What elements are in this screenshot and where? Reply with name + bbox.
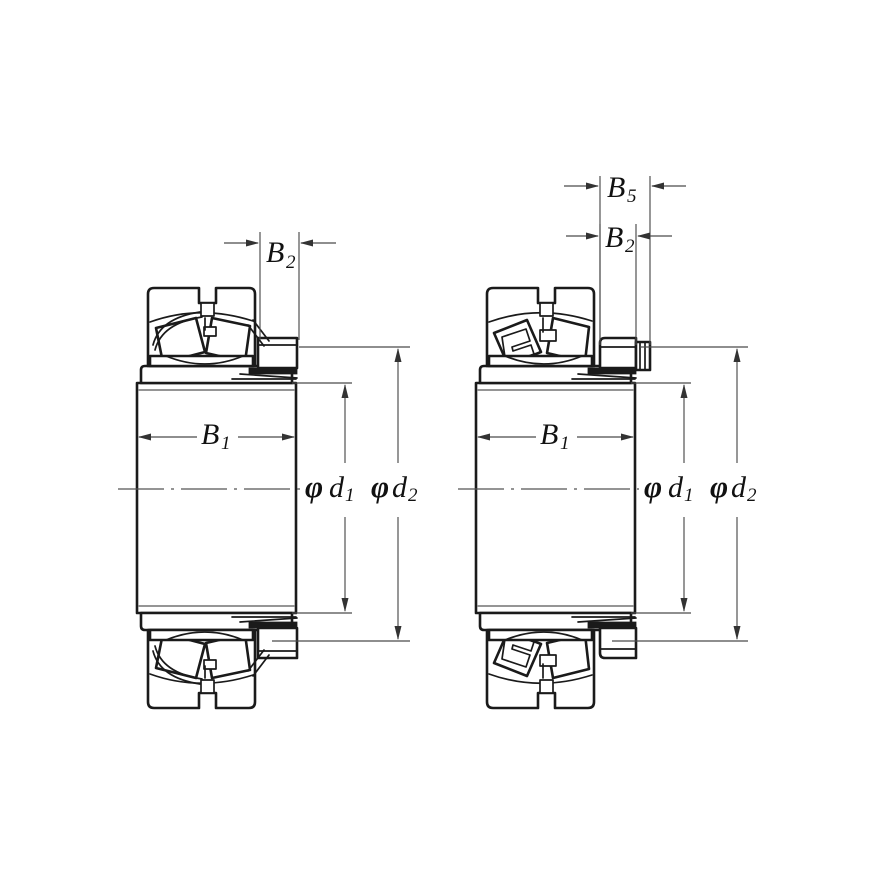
right-d2-phi-icon: φ bbox=[710, 469, 728, 504]
left-center-rib-upper bbox=[203, 326, 217, 337]
left-dimension-d2: φ d 2 bbox=[272, 346, 418, 642]
left-d2-subscript: 2 bbox=[408, 485, 418, 506]
right-d2-subscript: 2 bbox=[747, 485, 757, 506]
right-locknut-lower bbox=[571, 616, 638, 660]
right-b2-arrow-right bbox=[637, 232, 650, 240]
left-inner-ring-upper bbox=[148, 354, 255, 368]
left-d2-label: d bbox=[392, 471, 408, 504]
left-lock-nut-body-lower bbox=[256, 626, 299, 660]
right-b5-arrow-left bbox=[586, 182, 599, 190]
right-lock-nut-body-lower bbox=[598, 626, 638, 660]
left-d2-arrow-bottom bbox=[394, 626, 402, 640]
left-dimension-b1: B 1 bbox=[138, 418, 295, 454]
right-d1-arrow-bottom bbox=[680, 598, 688, 612]
right-d1-arrow-top bbox=[680, 384, 688, 398]
right-dimension-b2: B 2 bbox=[566, 221, 672, 345]
right-dimension-d1: φ d 1 bbox=[631, 382, 694, 614]
left-lock-washer-lower bbox=[248, 621, 298, 629]
right-b1-arrow-right bbox=[621, 433, 634, 441]
left-d1-arrow-top bbox=[341, 384, 349, 398]
left-locknut-lower bbox=[231, 616, 299, 677]
left-washer-tab-lower-a bbox=[252, 654, 270, 677]
left-center-rib-lower bbox=[203, 659, 217, 670]
left-b1-arrow-left bbox=[138, 433, 151, 441]
left-d1-phi-icon: φ bbox=[305, 469, 323, 504]
right-washer-edge-upper bbox=[577, 373, 637, 379]
left-b2-label: B bbox=[266, 236, 284, 269]
left-washer-tab-upper-b bbox=[247, 324, 265, 347]
right-center-rib-lower bbox=[539, 654, 557, 667]
left-d1-arrow-bottom bbox=[341, 598, 349, 612]
left-cage-arc-upper-2 bbox=[154, 316, 203, 351]
right-assembly: B 5 B 2 B 1 bbox=[458, 171, 757, 710]
right-bearing-lower-half bbox=[485, 628, 596, 710]
left-b2-subscript: 2 bbox=[286, 252, 296, 273]
right-inner-ring-lower bbox=[487, 628, 594, 642]
right-b5-subscript: 5 bbox=[627, 186, 637, 207]
left-inner-raceway-arc-upper bbox=[165, 355, 244, 365]
left-lock-nut-body-upper bbox=[256, 336, 299, 370]
right-b2-label: B bbox=[605, 221, 623, 254]
right-center-rib-upper bbox=[539, 329, 557, 342]
left-inner-ring-lower bbox=[148, 628, 255, 642]
left-dimension-d1: φ d 1 bbox=[292, 382, 355, 614]
right-locking-washer-tab-upper bbox=[634, 340, 652, 372]
left-b1-arrow-right bbox=[282, 433, 295, 441]
left-dimension-b2: B 2 bbox=[224, 232, 336, 340]
right-inner-raceway-arc-lower bbox=[504, 631, 583, 641]
right-b1-label: B bbox=[540, 418, 558, 451]
right-lock-washer-plate-lower bbox=[587, 621, 637, 629]
left-locknut-upper bbox=[231, 319, 299, 380]
right-cage-bridge-lower bbox=[539, 679, 554, 694]
left-cage-bridge-upper bbox=[200, 302, 215, 317]
left-d2-phi-icon: φ bbox=[371, 469, 389, 504]
right-b2-subscript: 2 bbox=[625, 236, 635, 257]
left-bearing-lower-half bbox=[146, 628, 257, 710]
left-assembly: B 2 B 1 φ d 1 bbox=[118, 232, 418, 710]
right-d2-arrow-bottom bbox=[733, 626, 741, 640]
right-b5-arrow-right bbox=[651, 182, 664, 190]
right-dimension-d2: φ d 2 bbox=[612, 346, 757, 642]
left-cage-arc-lower bbox=[152, 650, 201, 685]
left-washer-tab-lower-b bbox=[247, 649, 265, 672]
left-d2-arrow-top bbox=[394, 348, 402, 362]
right-d2-arrow-top bbox=[733, 348, 741, 362]
right-dimension-b5: B 5 bbox=[564, 171, 686, 345]
right-b1-arrow-left bbox=[477, 433, 490, 441]
left-cage-arc-lower-2 bbox=[154, 645, 203, 680]
left-washer-tab-upper-a bbox=[252, 319, 270, 342]
right-lock-washer-plate-upper bbox=[587, 367, 637, 375]
left-washer-edge-upper bbox=[239, 373, 298, 379]
right-d1-phi-icon: φ bbox=[644, 469, 662, 504]
right-lock-nut-body-upper bbox=[598, 336, 638, 370]
right-washer-edge-lower bbox=[577, 617, 637, 623]
right-inner-ring-upper bbox=[487, 354, 594, 368]
left-washer-edge-lower bbox=[239, 617, 298, 623]
left-lock-washer-upper bbox=[248, 367, 298, 375]
right-locknut-upper bbox=[571, 336, 652, 380]
left-d1-label: d bbox=[329, 471, 345, 504]
right-inner-raceway-arc-upper bbox=[504, 355, 583, 365]
left-d1-subscript: 1 bbox=[345, 485, 355, 506]
left-b1-label: B bbox=[201, 418, 219, 451]
left-bearing-upper-half bbox=[146, 286, 257, 368]
right-d1-subscript: 1 bbox=[684, 485, 694, 506]
right-b2-arrow-left bbox=[586, 232, 599, 240]
right-bearing-upper-half bbox=[485, 286, 596, 368]
right-b5-label: B bbox=[607, 171, 625, 204]
left-cage-arc-upper bbox=[152, 311, 201, 346]
left-cage-bridge-lower bbox=[200, 679, 215, 694]
right-b1-subscript: 1 bbox=[560, 433, 570, 454]
right-dimension-b1: B 1 bbox=[477, 418, 634, 454]
left-b1-subscript: 1 bbox=[221, 433, 231, 454]
right-d1-label: d bbox=[668, 471, 684, 504]
right-d2-label: d bbox=[731, 471, 747, 504]
left-b2-arrow-right bbox=[300, 239, 313, 247]
left-b2-arrow-left bbox=[246, 239, 259, 247]
left-inner-raceway-arc-lower bbox=[165, 631, 244, 641]
right-cage-bridge-upper bbox=[539, 302, 554, 317]
